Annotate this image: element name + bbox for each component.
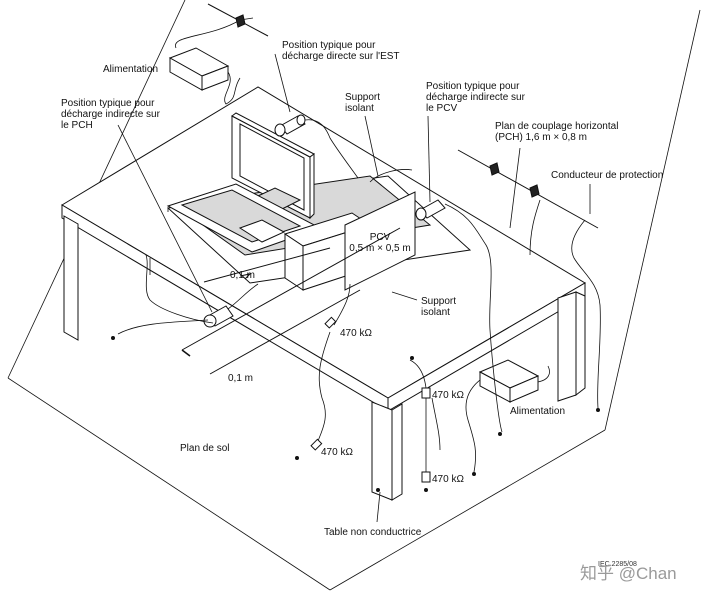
label-alimentation-top: Alimentation xyxy=(103,64,158,75)
table-leg-right xyxy=(575,291,586,397)
label-table: Table non conductrice xyxy=(324,527,422,538)
power-supply-top xyxy=(168,47,230,91)
label-dist-1: 0,1 m xyxy=(230,270,255,281)
top-cable-marker xyxy=(235,14,246,28)
resistors xyxy=(310,316,431,483)
table-leg-front xyxy=(371,401,393,501)
power-supply-bottom xyxy=(478,359,540,403)
label-plan-sol: Plan de sol xyxy=(180,443,229,454)
protective-conductor xyxy=(457,149,599,229)
label-alimentation-bottom: Alimentation xyxy=(510,406,565,417)
label-resistor-left: 470 kΩ xyxy=(340,328,372,339)
esd-gun-vcp xyxy=(415,199,446,221)
figure-code: IEC 2285/08 xyxy=(598,561,637,568)
label-plan-couplage: Plan de couplage horizontal(PCH) 1,6 m ×… xyxy=(495,121,618,143)
label-resistor-mid: 470 kΩ xyxy=(321,447,353,458)
esd-gun-direct xyxy=(274,114,306,137)
table-leg-right xyxy=(557,291,577,402)
label-conducteur: Conducteur de protection xyxy=(551,170,663,181)
leader-lines xyxy=(117,53,591,523)
dimension-lines xyxy=(181,227,401,375)
table xyxy=(61,86,586,501)
label-dist-2: 0,1 m xyxy=(228,373,253,384)
label-resistor-right-bottom: 470 kΩ xyxy=(432,474,464,485)
cable-ends xyxy=(111,336,600,492)
table-leg-front xyxy=(391,403,403,501)
cables xyxy=(117,17,601,473)
watermark: 知乎 @Chan xyxy=(580,564,677,583)
label-resistor-right-top: 470 kΩ xyxy=(432,390,464,401)
eut-monitor xyxy=(166,112,322,253)
esd-gun-hcp xyxy=(203,305,234,328)
vcp-plane xyxy=(344,191,416,291)
table-leg-front-left xyxy=(63,215,79,341)
